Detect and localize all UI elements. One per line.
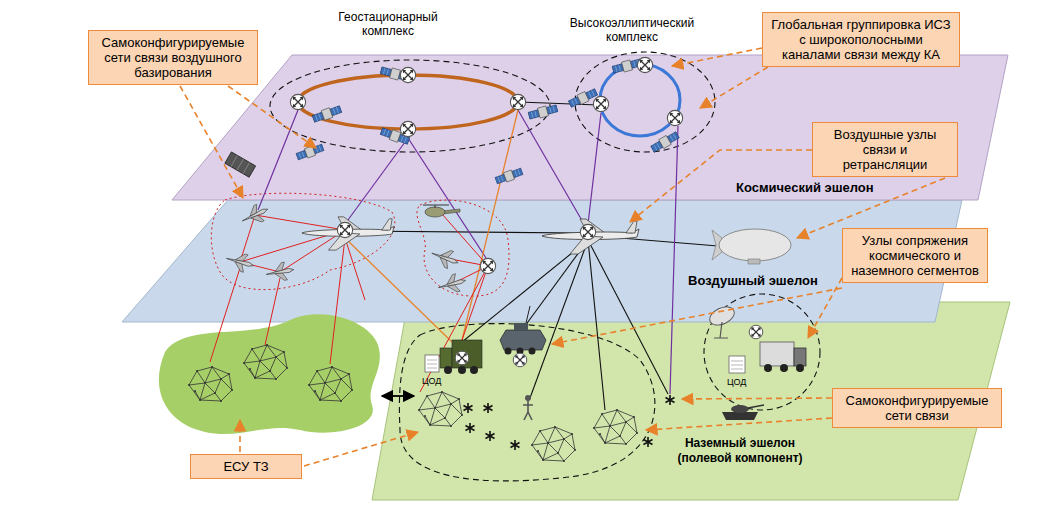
soldier — [525, 395, 531, 401]
layer-plane-shape — [122, 200, 962, 322]
callout-box: ЕСУ ТЗ — [190, 454, 302, 479]
callout-box: Воздушные узлы связи и ретрансляции — [812, 122, 958, 177]
layer-plane-shape — [372, 302, 1010, 500]
server-icon — [731, 361, 743, 369]
datacenter-label: ЦОД — [727, 377, 746, 388]
military-truck — [440, 348, 452, 368]
layer-title: Воздушный эшелон — [688, 273, 848, 288]
datacenter-label: ЦОД — [422, 376, 441, 387]
router — [480, 258, 495, 273]
layer-plane-shape — [172, 55, 1008, 200]
label-holder: ЦОД — [422, 376, 441, 387]
mesh-network — [188, 366, 233, 402]
layer-title-holder: Наземный эшелон (полевой компонент) — [660, 436, 820, 466]
router — [637, 57, 652, 72]
mesh-network — [308, 366, 353, 402]
group-label: Геостационарный комплекс — [326, 10, 450, 38]
server-icon — [427, 360, 437, 368]
label-holder: ЦОД — [727, 377, 746, 388]
callout-box: Глобальная группировка ИСЗ с широкополос… — [762, 12, 960, 67]
callout-text: Узлы сопряжения космического и наземного… — [849, 233, 981, 278]
layer-title: Космический эшелон — [736, 180, 911, 195]
router — [749, 325, 763, 339]
layer-plane — [122, 200, 962, 322]
server-icon — [425, 355, 439, 372]
tank — [731, 405, 749, 413]
server-icon — [729, 356, 745, 373]
tank — [722, 412, 758, 420]
mesh-network — [243, 344, 288, 380]
military-truck — [458, 366, 466, 374]
router — [580, 224, 595, 239]
router — [513, 353, 527, 367]
router — [337, 222, 352, 237]
armored-vehicle — [514, 323, 528, 330]
router — [667, 110, 682, 125]
router — [400, 121, 415, 136]
callout-text: Воздушные узлы связи и ретрансляции — [819, 127, 951, 172]
callout-text: Самоконфигурируемые сети связи — [839, 393, 995, 423]
callout-text: ЕСУ ТЗ — [197, 459, 295, 474]
territory-blob — [159, 314, 380, 434]
callout-box: Самоконфигурируемые сети связи — [832, 388, 1002, 428]
airship — [719, 229, 791, 261]
callout-text: Глобальная группировка ИСЗ с широкополос… — [769, 17, 953, 62]
support-truck — [764, 364, 772, 372]
support-truck — [780, 364, 788, 372]
armored-vehicle — [500, 330, 546, 350]
label-holder: Высокоэллиптический комплекс — [562, 16, 702, 44]
router — [400, 67, 415, 82]
router — [455, 351, 469, 365]
layer-title-holder: Космический эшелон — [736, 180, 911, 195]
layer-title: Наземный эшелон (полевой компонент) — [660, 436, 820, 466]
armored-vehicle — [505, 348, 512, 355]
support-truck — [794, 348, 806, 366]
callout-box: Узлы сопряжения космического и наземного… — [842, 228, 988, 283]
armored-vehicle — [529, 348, 536, 355]
airship — [748, 259, 760, 264]
callout-text: Самоконфигурируемые сети связи воздушног… — [95, 35, 251, 80]
callout-box: Самоконфигурируемые сети связи воздушног… — [88, 30, 258, 85]
military-truck — [470, 366, 478, 374]
support-truck — [760, 342, 794, 366]
military-truck — [452, 340, 482, 368]
air-layer: Воздушный эшелон — [122, 200, 962, 322]
group-label: Высокоэллиптический комплекс — [562, 16, 702, 44]
router — [593, 96, 608, 111]
double-arrow — [382, 395, 414, 397]
label-holder: Геостационарный комплекс — [326, 10, 450, 38]
support-truck — [796, 364, 804, 372]
router — [290, 94, 305, 109]
military-truck — [444, 366, 452, 374]
layer-title-holder: Воздушный эшелон — [688, 273, 848, 288]
callout-leader — [239, 420, 241, 452]
router — [510, 94, 525, 109]
